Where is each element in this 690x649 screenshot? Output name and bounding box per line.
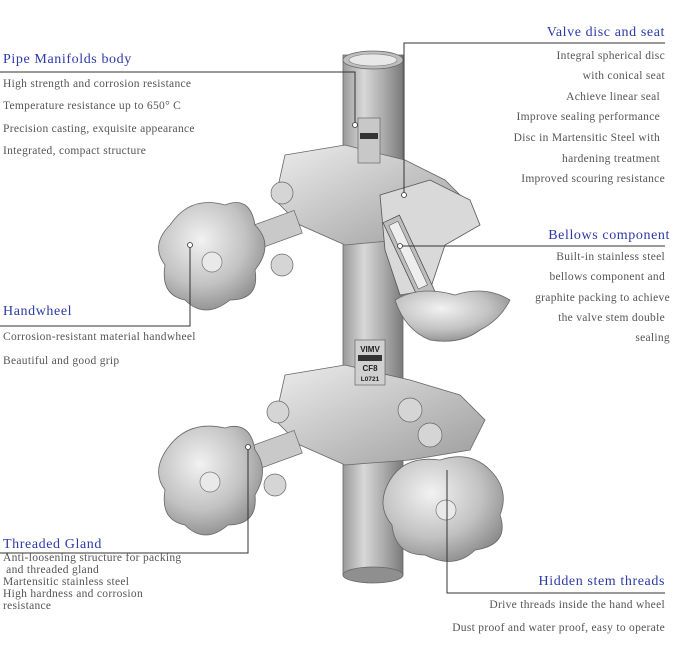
valve-disc-desc-6: hardening treatment xyxy=(562,153,660,165)
leader-lines xyxy=(0,42,665,594)
upper-valve-body xyxy=(274,144,481,301)
leader-dots xyxy=(187,122,407,450)
handwheel-desc-2: Beautiful and good grip xyxy=(3,355,120,367)
pipe-body-desc-3: Precision casting, exquisite appearance xyxy=(3,123,195,135)
valve-disc-desc-3: Achieve linear seal xyxy=(566,91,660,103)
leader-handwheel xyxy=(0,245,191,327)
nameplate-material: CF8 xyxy=(362,364,378,373)
bellows-title: Bellows component xyxy=(548,228,670,243)
bellows-desc-2: bellows component and xyxy=(549,271,665,283)
upper-right-handwheel xyxy=(394,290,511,342)
pipe-body-desc-4: Integrated, compact structure xyxy=(3,145,147,157)
pipe-body-desc-2: Temperature resistance up to 650° C xyxy=(3,100,182,112)
valve-disc-desc-2: with conical seat xyxy=(582,70,665,82)
leader-pipe-body xyxy=(0,71,356,125)
leader-valve-disc xyxy=(403,42,665,195)
valve-disc-desc-1: Integral spherical disc xyxy=(556,50,665,62)
lower-right-handwheel xyxy=(382,456,504,562)
nameplate-lower: VIMV CF8 L0721 xyxy=(354,339,386,386)
leader-hidden-stem xyxy=(446,470,665,594)
nameplate-brand: VIMV xyxy=(360,345,380,354)
pipe-body-desc-1: High strength and corrosion resistance xyxy=(3,78,192,90)
nameplate-upper xyxy=(357,117,381,164)
threaded-gland-desc-2: and threaded gland xyxy=(3,564,100,576)
lower-valve-body xyxy=(274,364,486,466)
valve-disc-title: Valve disc and seat xyxy=(546,25,665,40)
handwheel-title: Handwheel xyxy=(3,304,73,319)
threaded-gland-desc-1: Anti-loosening structure for packing xyxy=(3,552,182,564)
valve-disc-desc-7: Improved scouring resistance xyxy=(521,173,665,185)
hidden-stem-title: Hidden stem threads xyxy=(538,574,665,589)
threaded-gland-title: Threaded Gland xyxy=(3,537,102,552)
handwheel-desc-1: Corrosion-resistant material handwheel xyxy=(3,331,196,343)
pipe-body-title: Pipe Manifolds body xyxy=(3,52,132,67)
threaded-gland-desc-5: resistance xyxy=(3,600,52,612)
upper-left-handwheel xyxy=(158,202,266,311)
bellows-desc-5: sealing xyxy=(635,332,670,344)
bellows-desc-1: Built-in stainless steel xyxy=(556,251,665,263)
valve-disc-desc-4: Improve sealing performance xyxy=(516,111,660,123)
hidden-stem-desc-2: Dust proof and water proof, easy to oper… xyxy=(452,622,665,634)
threaded-gland-desc-3: Martensitic stainless steel xyxy=(3,576,130,588)
bellows-desc-4: the valve stem double xyxy=(558,312,665,324)
hidden-stem-desc-1: Drive threads inside the hand wheel xyxy=(489,599,665,611)
threaded-gland-desc-4: High hardness and corrosion xyxy=(3,588,144,600)
nameplate-lot: L0721 xyxy=(361,376,380,383)
lower-left-handwheel xyxy=(158,425,263,536)
bellows-desc-3: graphite packing to achieve xyxy=(535,292,670,304)
valve-disc-desc-5: Disc in Martensitic Steel with xyxy=(513,132,660,144)
leader-threaded-gland xyxy=(0,447,249,554)
